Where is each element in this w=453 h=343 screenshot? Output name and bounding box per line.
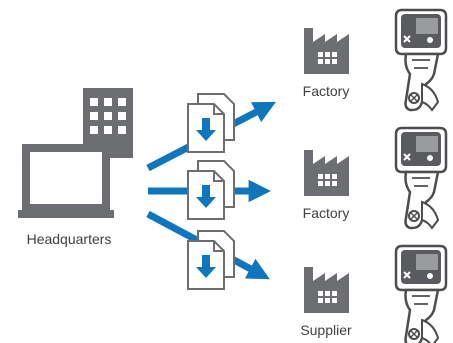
- handheld-spectrophotometer-icon: [394, 8, 448, 112]
- destination-label-supplier: Supplier: [300, 322, 352, 338]
- document-download-icon: [187, 93, 235, 153]
- document-download-icon: [187, 160, 235, 220]
- factory-icon: [304, 150, 349, 196]
- document-download-icon: [187, 230, 235, 290]
- source-label: Headquarters: [26, 231, 112, 247]
- destination-label-factory-2: Factory: [302, 205, 350, 221]
- destination-label-factory-1: Factory: [302, 83, 350, 99]
- factory-icon: [304, 267, 349, 313]
- handheld-spectrophotometer-icon: [394, 126, 448, 230]
- laptop-icon: [18, 144, 114, 218]
- factory-icon: [304, 28, 349, 74]
- handheld-spectrophotometer-icon: [394, 244, 448, 343]
